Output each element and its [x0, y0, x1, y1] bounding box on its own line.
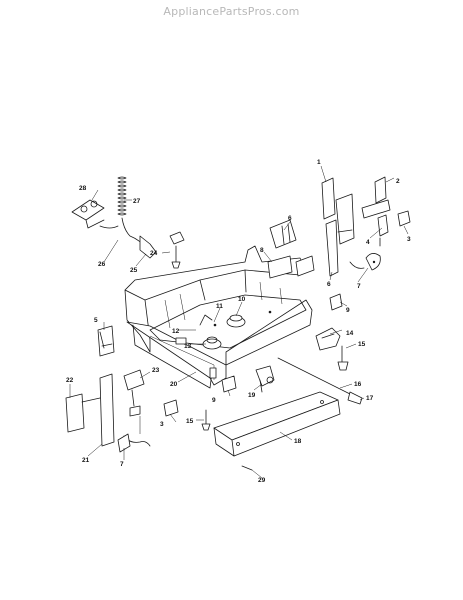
callout-22: 22	[66, 377, 74, 384]
callout-18: 18	[294, 438, 302, 445]
callout-9-lower: 9	[212, 397, 216, 404]
callout-11: 11	[216, 303, 223, 310]
callout-1: 1	[317, 159, 321, 166]
callout-9-right: 9	[346, 307, 350, 314]
callout-13: 13	[184, 343, 192, 350]
callout-24: 24	[150, 250, 158, 257]
base-tub	[124, 245, 313, 389]
callout-15-right: 15	[358, 341, 366, 348]
callout-5: 5	[94, 317, 98, 324]
callout-labels: 1 2 3 4 5 6 6 7 7 8 9 9 10 11 12 13 14 1…	[66, 159, 411, 484]
callout-19: 19	[248, 392, 256, 399]
callout-20: 20	[170, 381, 178, 388]
callout-29: 29	[258, 477, 266, 484]
callout-28: 28	[79, 185, 87, 192]
callout-23: 23	[152, 367, 160, 374]
callout-15-lower: 15	[186, 418, 194, 425]
callout-7-right: 7	[357, 283, 361, 290]
kickplate	[213, 391, 341, 471]
callout-25: 25	[130, 267, 138, 274]
watermark-text: AppliancePartsPros.com	[163, 5, 300, 18]
right-mid-parts	[315, 293, 349, 371]
callout-21: 21	[82, 457, 90, 464]
callout-12: 12	[172, 328, 180, 335]
callout-7-lower: 7	[120, 461, 124, 468]
right-side-bracket	[321, 176, 411, 277]
sump-assembly	[199, 310, 272, 350]
callout-16: 16	[354, 381, 362, 388]
wall-clips	[267, 219, 315, 279]
callout-3-right: 3	[407, 236, 411, 243]
callout-27: 27	[133, 198, 141, 205]
callout-4: 4	[366, 239, 370, 246]
hose-and-clips	[71, 176, 185, 269]
callout-6-upper: 6	[288, 215, 292, 222]
callout-6-lower: 6	[327, 281, 331, 288]
rod-and-float	[255, 357, 363, 405]
callout-17: 17	[366, 395, 374, 402]
lower-left-assembly	[65, 369, 237, 453]
callout-14: 14	[346, 330, 354, 337]
callout-2: 2	[396, 178, 400, 185]
leader-lines	[69, 165, 409, 479]
callout-26: 26	[98, 261, 106, 268]
callout-8: 8	[260, 247, 264, 254]
callout-10: 10	[238, 296, 246, 303]
callout-3-lower: 3	[160, 421, 164, 428]
left-bracket	[97, 325, 115, 357]
